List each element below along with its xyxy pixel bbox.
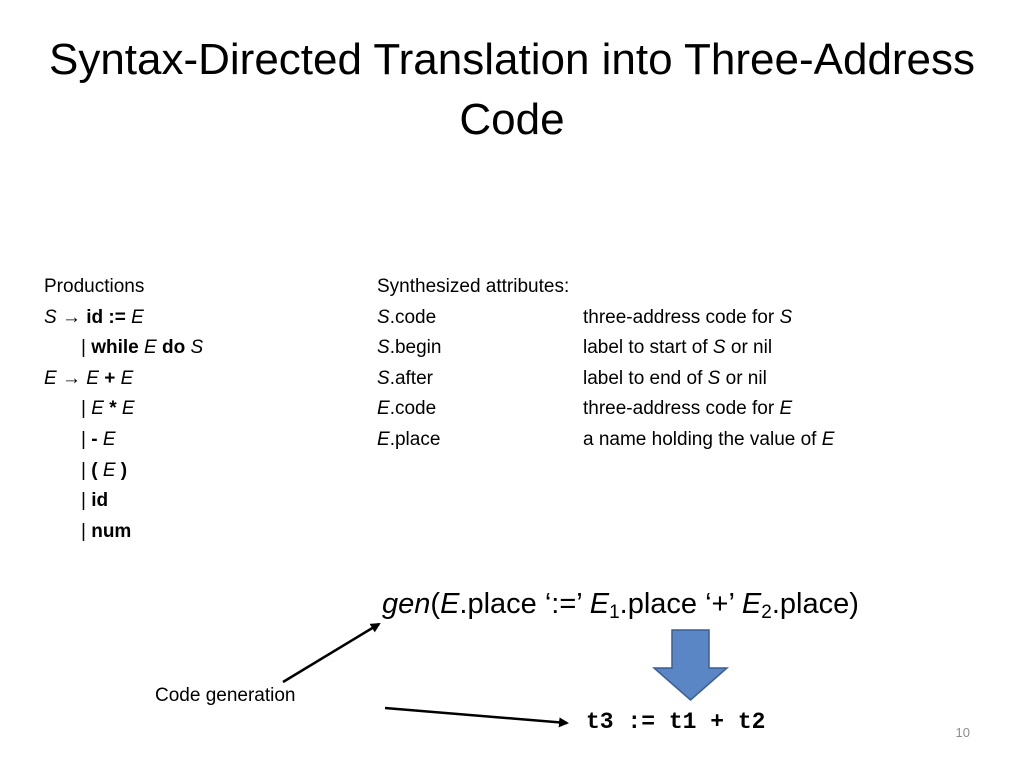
production-symbol: id bbox=[91, 490, 109, 512]
gen-place2: .place ‘+’ bbox=[619, 588, 742, 620]
production-bar: | bbox=[81, 337, 86, 359]
production-symbol: num bbox=[91, 520, 132, 542]
production-bar: | bbox=[81, 428, 86, 450]
description-symbol: S bbox=[707, 367, 721, 389]
attributes-heading: Synthesized attributes: bbox=[377, 276, 570, 297]
page-number: 10 bbox=[955, 725, 970, 740]
productions-column: Productions S → id := E | while E do S E… bbox=[44, 272, 364, 547]
productions-list: S → id := E | while E do S E → E + E | E… bbox=[44, 303, 364, 548]
gen-open-paren: ( bbox=[430, 588, 441, 620]
production-arrow: → bbox=[61, 306, 81, 328]
gen-sub1: 1 bbox=[609, 602, 620, 623]
production-row: | ( E ) bbox=[44, 456, 364, 487]
production-symbol: E bbox=[131, 306, 144, 328]
attribute-name: S.code bbox=[377, 306, 437, 328]
attribute-description: three-address code for E bbox=[583, 398, 793, 420]
attribute-descriptions: three-address code for S label to start o… bbox=[583, 303, 1003, 456]
gen-e: E bbox=[440, 588, 460, 620]
attribute-description: label to end of S or nil bbox=[583, 367, 767, 389]
production-lhs: S bbox=[44, 306, 57, 328]
gen-func: gen bbox=[382, 588, 431, 620]
arrow-to-gen bbox=[282, 622, 381, 684]
attributes-desc-column: three-address code for S label to start o… bbox=[583, 272, 1003, 456]
attribute-symbol: S bbox=[377, 306, 390, 328]
production-symbol: do bbox=[161, 337, 186, 359]
down-arrow-icon bbox=[652, 629, 729, 701]
gen-place1: .place ‘:=’ bbox=[459, 588, 590, 620]
gen-sub2: 2 bbox=[761, 602, 772, 623]
production-symbol: + bbox=[104, 367, 116, 389]
attribute-name: S.begin bbox=[377, 337, 442, 359]
gen-e2: E bbox=[741, 588, 762, 620]
production-bar: | bbox=[81, 520, 86, 542]
production-symbol: ( bbox=[91, 459, 98, 481]
arrow-to-result bbox=[384, 706, 569, 728]
production-symbol: E bbox=[102, 428, 116, 450]
attribute-description: three-address code for S bbox=[583, 306, 793, 328]
production-symbol: * bbox=[109, 398, 117, 420]
description-symbol: S bbox=[779, 306, 793, 328]
production-row: | - E bbox=[44, 425, 364, 456]
result-code: t3 := t1 + t2 bbox=[586, 709, 766, 735]
production-symbol: E bbox=[102, 459, 116, 481]
production-row: | E * E bbox=[44, 394, 364, 425]
production-row: | id bbox=[44, 486, 364, 517]
production-bar: | bbox=[81, 459, 86, 481]
production-bar: | bbox=[81, 398, 86, 420]
production-row: | num bbox=[44, 517, 364, 548]
attribute-symbol: S bbox=[377, 367, 390, 389]
description-symbol: E bbox=[821, 428, 835, 450]
production-row: E → E + E bbox=[44, 364, 364, 395]
production-row: | while E do S bbox=[44, 333, 364, 364]
slide-title: Syntax-Directed Translation into Three-A… bbox=[48, 35, 976, 144]
gen-place3: .place) bbox=[771, 588, 859, 620]
production-symbol: E bbox=[121, 398, 135, 420]
description-symbol: E bbox=[779, 398, 793, 420]
production-symbol: ) bbox=[120, 459, 128, 481]
production-symbol: S bbox=[190, 337, 204, 359]
attribute-symbol: S bbox=[377, 337, 390, 359]
production-bar: | bbox=[81, 490, 86, 512]
production-symbol: id := bbox=[86, 306, 126, 328]
productions-heading: Productions bbox=[44, 276, 145, 297]
production-lhs: E bbox=[44, 367, 57, 389]
gen-expression: gen(E.place ‘:=’ E1.place ‘+’ E2.place) bbox=[382, 582, 859, 626]
attribute-name: E.code bbox=[377, 398, 437, 420]
attribute-symbol: E bbox=[377, 398, 390, 420]
attribute-description: label to start of S or nil bbox=[583, 337, 773, 359]
production-symbol: - bbox=[91, 428, 98, 450]
production-symbol: E bbox=[120, 367, 134, 389]
production-symbol: E bbox=[86, 367, 99, 389]
description-symbol: S bbox=[712, 337, 726, 359]
production-row: S → id := E bbox=[44, 303, 364, 334]
production-symbol: E bbox=[91, 398, 104, 420]
gen-e1: E bbox=[589, 588, 610, 620]
attribute-name: E.place bbox=[377, 428, 441, 450]
production-symbol: while bbox=[91, 337, 139, 359]
code-generation-label: Code generation bbox=[155, 685, 296, 706]
attribute-symbol: E bbox=[377, 428, 390, 450]
attribute-description: a name holding the value of E bbox=[583, 428, 835, 450]
production-arrow: → bbox=[61, 367, 81, 389]
production-symbol: E bbox=[144, 337, 157, 359]
attribute-name: S.after bbox=[377, 367, 433, 389]
